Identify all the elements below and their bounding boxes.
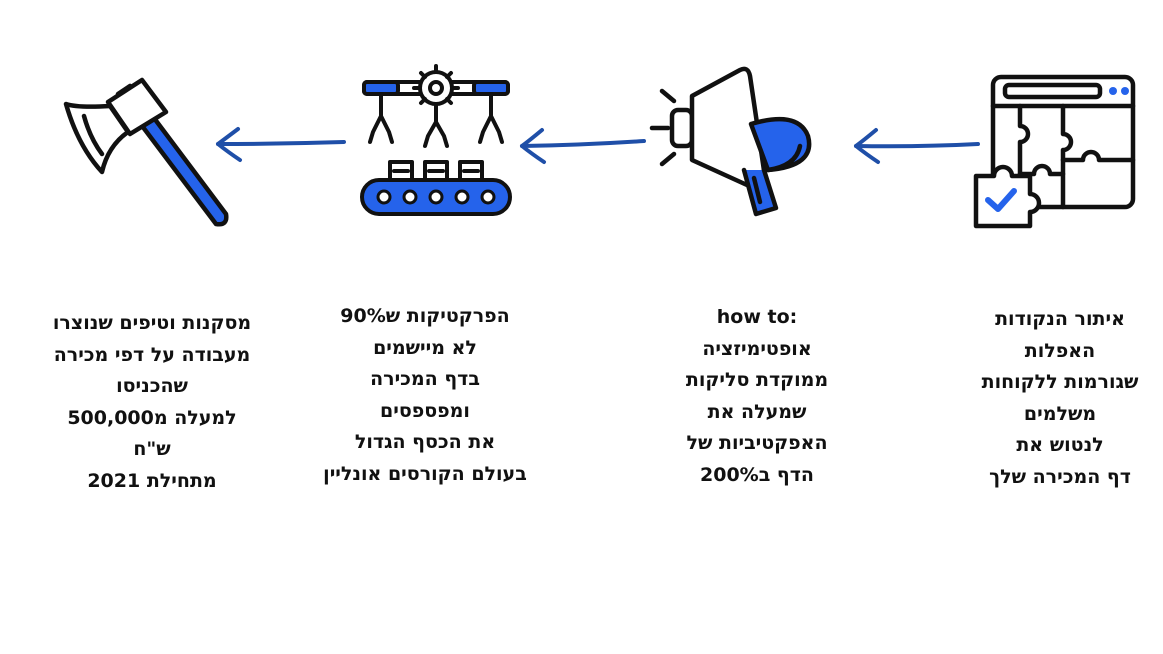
caption-line: איתור הנקודות [995,308,1125,330]
caption-line: הדף ב200% [700,463,814,486]
caption-line: לנטוש את [1016,434,1104,456]
caption-line: דף המכירה שלך [989,465,1131,488]
caption-line: האפלות [1024,339,1096,362]
caption-line: שגורמות ללקוחות [981,371,1139,393]
step-4-caption: מסקנות וטיפים שנוצרו מעבודה על דפי מכירה… [32,308,272,497]
caption-line: בדף המכירה [370,368,480,390]
step-1-caption: איתור הנקודות האפלות שגורמות ללקוחות משל… [965,304,1155,493]
caption-line: מסקנות וטיפים שנוצרו [52,312,252,334]
caption-line: אופטימיזציה [702,337,812,360]
megaphone-icon [649,66,812,217]
axe-icon [63,77,229,227]
caption-line: שהכניסו [116,375,188,397]
factory-robot-arms-icon [360,64,512,216]
caption-line: האפקטיביות של [686,432,828,454]
caption-line: הפרקטיקות ש90% [340,305,510,327]
caption-line: לא מיישמים [373,336,477,359]
step-2-caption: how to: אופטימיזציה ממוקדת סליקות שמעלה … [662,302,852,491]
caption-line: שמעלה את [707,400,807,423]
step-3-caption: הפרקטיקות ש90% לא מיישמים בדף המכירה ומפ… [310,301,540,490]
caption-line: למעלה מ500,000 [67,406,237,429]
caption-line: ש"ח [133,438,171,460]
caption-line: מתחילת 2021 [87,469,217,492]
arrow-step3-to-step4 [216,127,346,162]
puzzle-window-icon [973,74,1136,229]
caption-line: בעולם הקורסים אונליין [323,462,527,485]
arrow-step2-to-step3 [520,128,646,164]
caption-line: מעבודה על דפי מכירה [53,343,251,366]
arrow-step1-to-step2 [854,128,980,164]
caption-line: את הכסף הגדול [354,431,496,453]
caption-line: ומפספסים [380,399,470,422]
caption-line: how to: [716,306,798,328]
caption-line: ממוקדת סליקות [685,369,829,391]
caption-line: משלמים [1023,402,1097,425]
